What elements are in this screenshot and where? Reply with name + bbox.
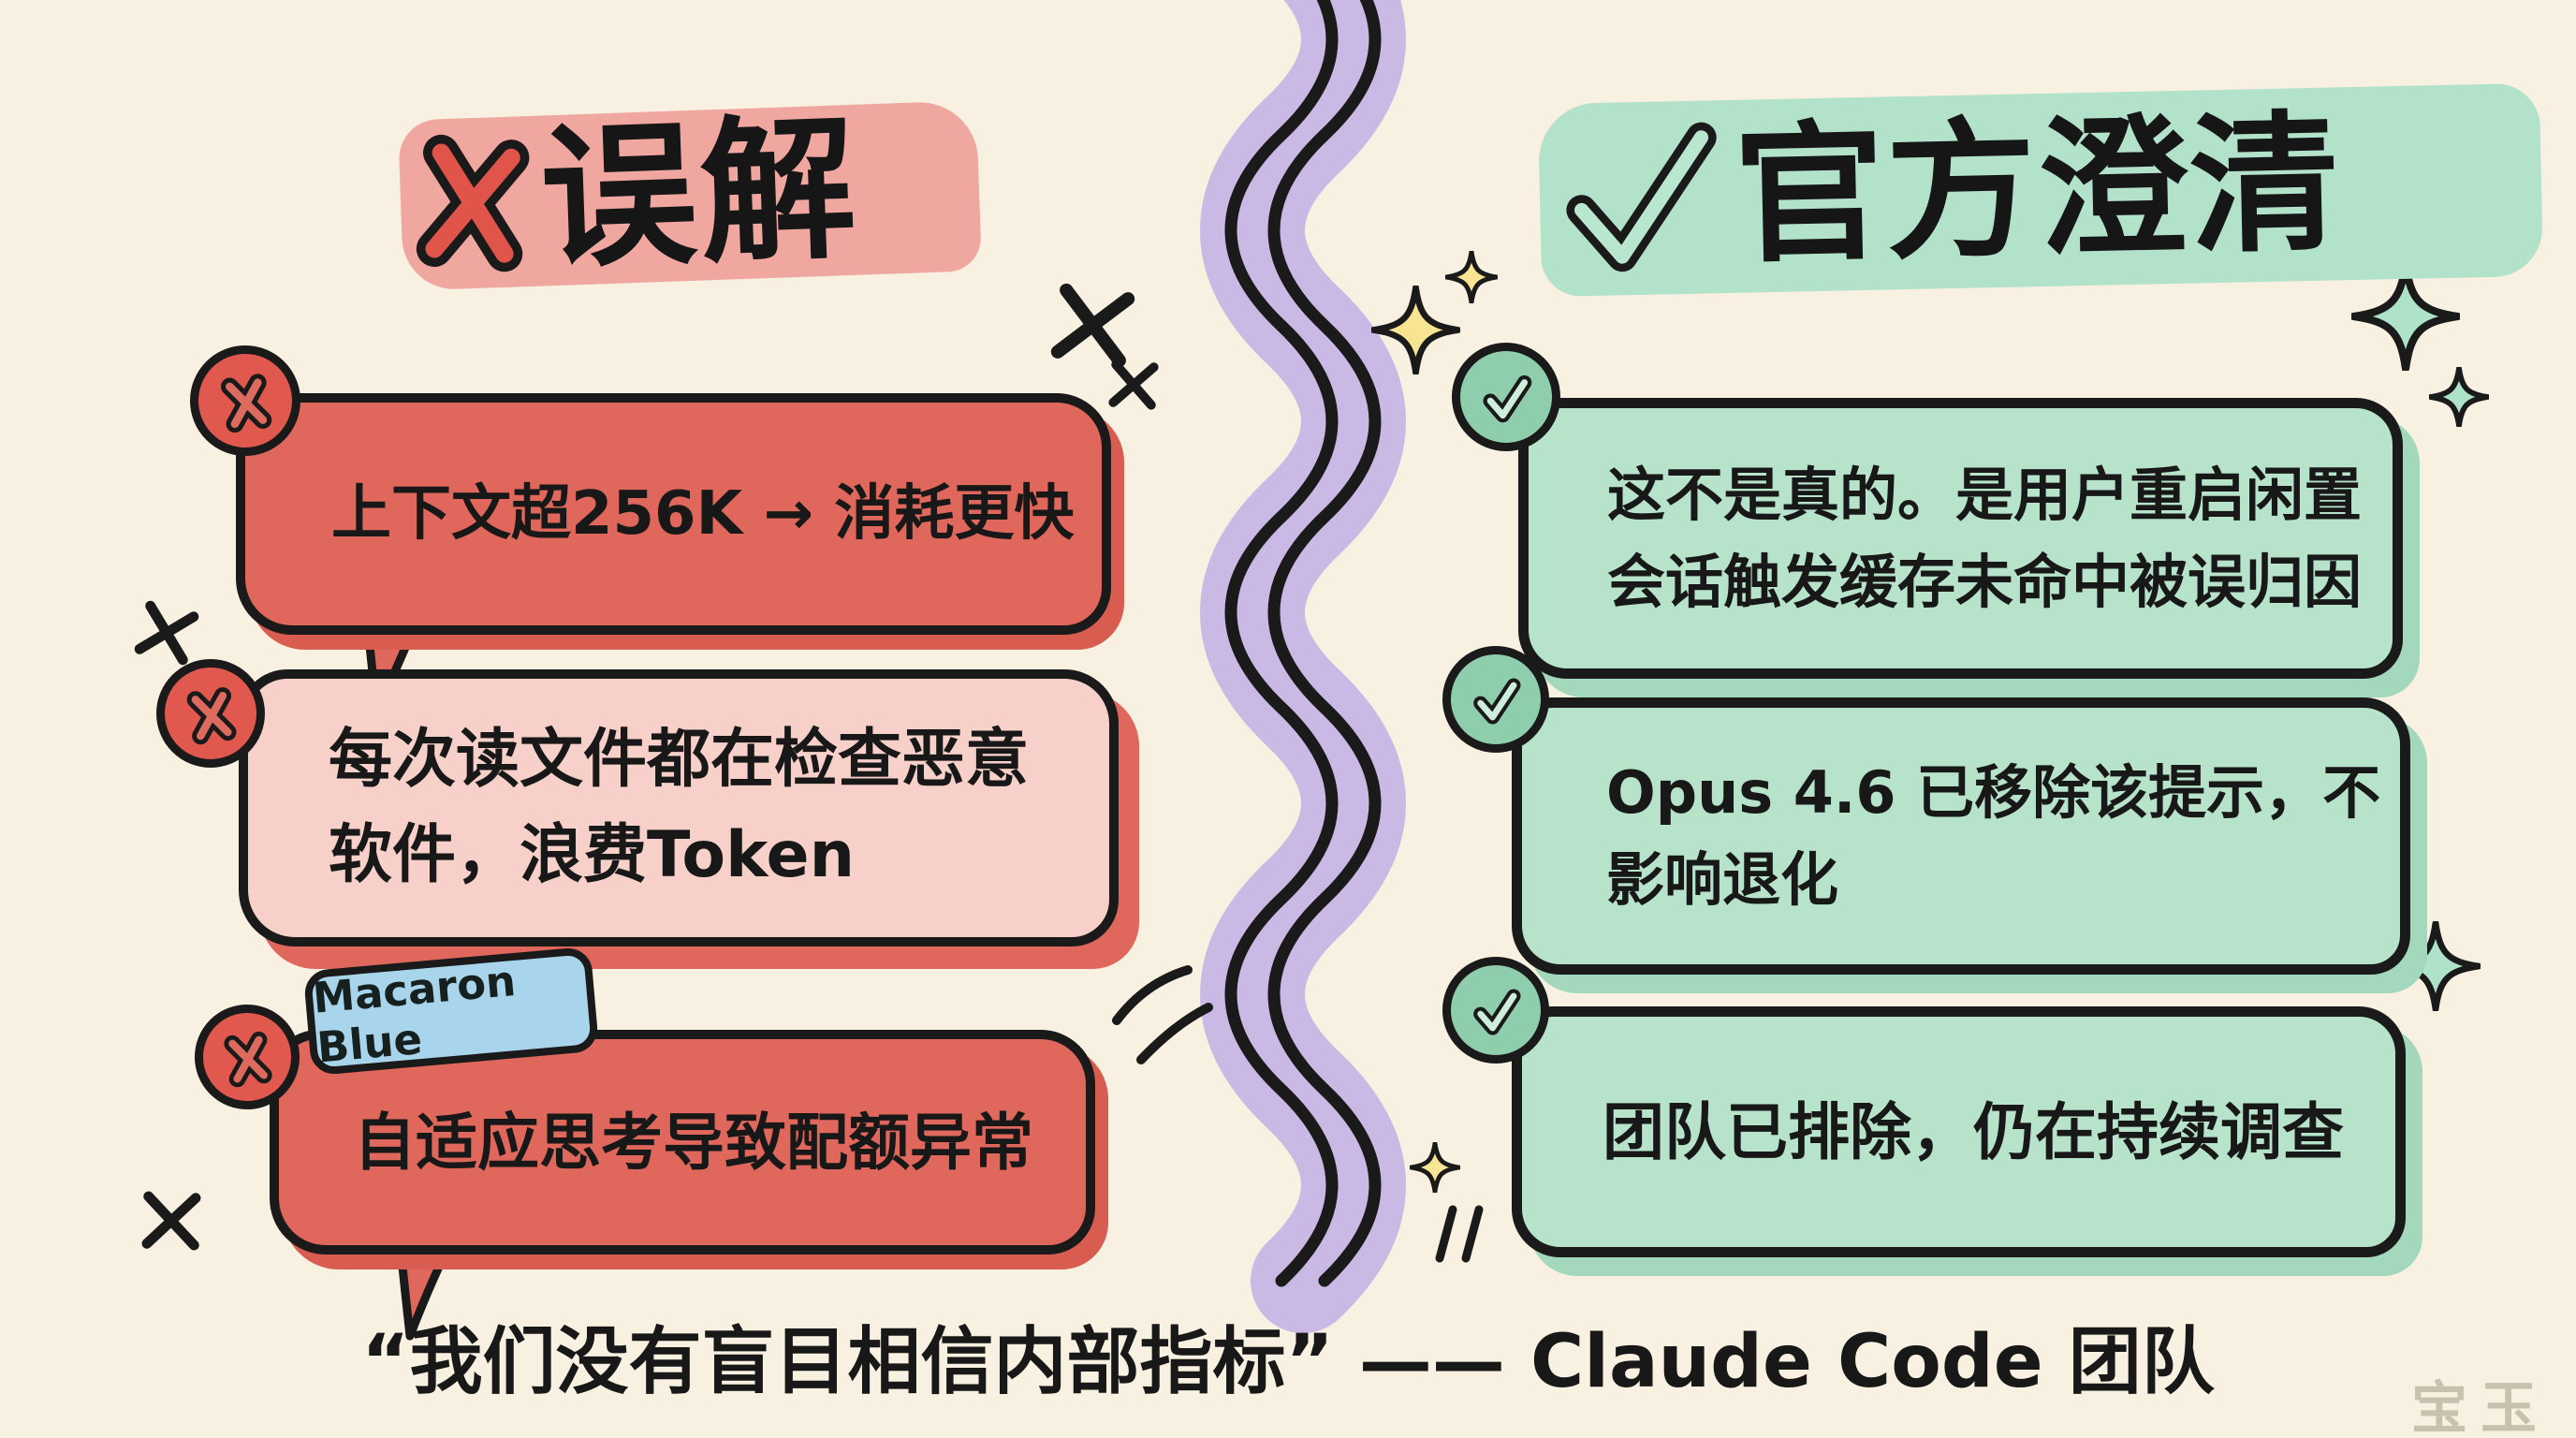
bubble-line: 软件，浪费Token — [329, 818, 855, 892]
slash-marks-icon — [1435, 1205, 1484, 1263]
sparkle-icon — [2429, 367, 2489, 427]
bubble-text: 这不是真的。是用户重启闲置 会话触发缓存未命中被误归因 — [1529, 408, 2393, 668]
clarification-bubble-opus: Opus 4.6 已移除该提示，不 影响退化 — [1512, 697, 2410, 975]
clarification-header-label: 官方澄清 — [1733, 95, 2343, 284]
bubble-line: 自适应思考导致配额异常 — [354, 1106, 1033, 1179]
tag-label: Macaron Blue — [310, 955, 519, 1073]
check-circle-icon — [1452, 343, 1560, 451]
bubble-line: 每次读文件都在检查恶意 — [329, 723, 1030, 797]
bubble-line: 影响退化 — [1606, 845, 1839, 914]
bubble-text: Opus 4.6 已移除该提示，不 影响退化 — [1522, 708, 2400, 964]
bubble-text: 每次读文件都在检查恶意 软件，浪费Token — [248, 679, 1109, 937]
x-doodle-icon — [134, 600, 199, 666]
misconception-bubble-malware: 每次读文件都在检查恶意 软件，浪费Token — [239, 669, 1119, 946]
x-mark-icon — [416, 134, 530, 272]
x-circle-icon — [156, 659, 265, 768]
x-doodle-icon — [141, 1191, 201, 1251]
bubble-line: 上下文超256K → 消耗更快 — [331, 479, 1075, 549]
clarification-header: 官方澄清 — [1537, 82, 2544, 298]
x-doodle-icon — [1108, 360, 1159, 410]
check-mark-icon — [1566, 122, 1717, 272]
x-circle-icon — [195, 1005, 300, 1109]
check-circle-icon — [1442, 957, 1549, 1064]
footer-quote: “我们没有盲目相信内部指标” —— Claude Code 团队 — [361, 1320, 2215, 1404]
bubble-line: 会话触发缓存未命中被误归因 — [1607, 548, 2363, 616]
misconception-bubble-context: 上下文超256K → 消耗更快 — [236, 393, 1111, 635]
sparkle-icon — [2351, 262, 2460, 371]
sparkle-icon — [2391, 921, 2481, 1011]
clarification-bubble-not-true: 这不是真的。是用户重启闲置 会话触发缓存未命中被误归因 — [1518, 398, 2403, 679]
bubble-line: 这不是真的。是用户重启闲置 — [1607, 461, 2363, 529]
x-doodle-icon — [1050, 283, 1135, 368]
bubble-line: Opus 4.6 已移除该提示，不 — [1606, 758, 2381, 827]
bubble-text: 团队已排除，仍在持续调查 — [1522, 1017, 2395, 1247]
bubble-text: 自适应思考导致配额异常 — [279, 1039, 1086, 1245]
motion-arcs-icon — [1112, 965, 1213, 1064]
misconception-header: 误解 — [398, 98, 982, 291]
bubble-line: 团队已排除，仍在持续调查 — [1603, 1095, 2344, 1168]
clarification-bubble-team: 团队已排除，仍在持续调查 — [1512, 1006, 2406, 1257]
misconception-header-label: 误解 — [537, 98, 863, 291]
check-circle-icon — [1442, 646, 1549, 753]
watermark: 宝玉 — [2411, 1376, 2550, 1438]
sparkle-icon — [1371, 286, 1460, 374]
sparkle-icon — [1445, 251, 1498, 303]
x-circle-icon — [190, 345, 300, 456]
bubble-text: 上下文超256K → 消耗更快 — [245, 403, 1102, 625]
sparkle-icon — [1410, 1142, 1460, 1193]
